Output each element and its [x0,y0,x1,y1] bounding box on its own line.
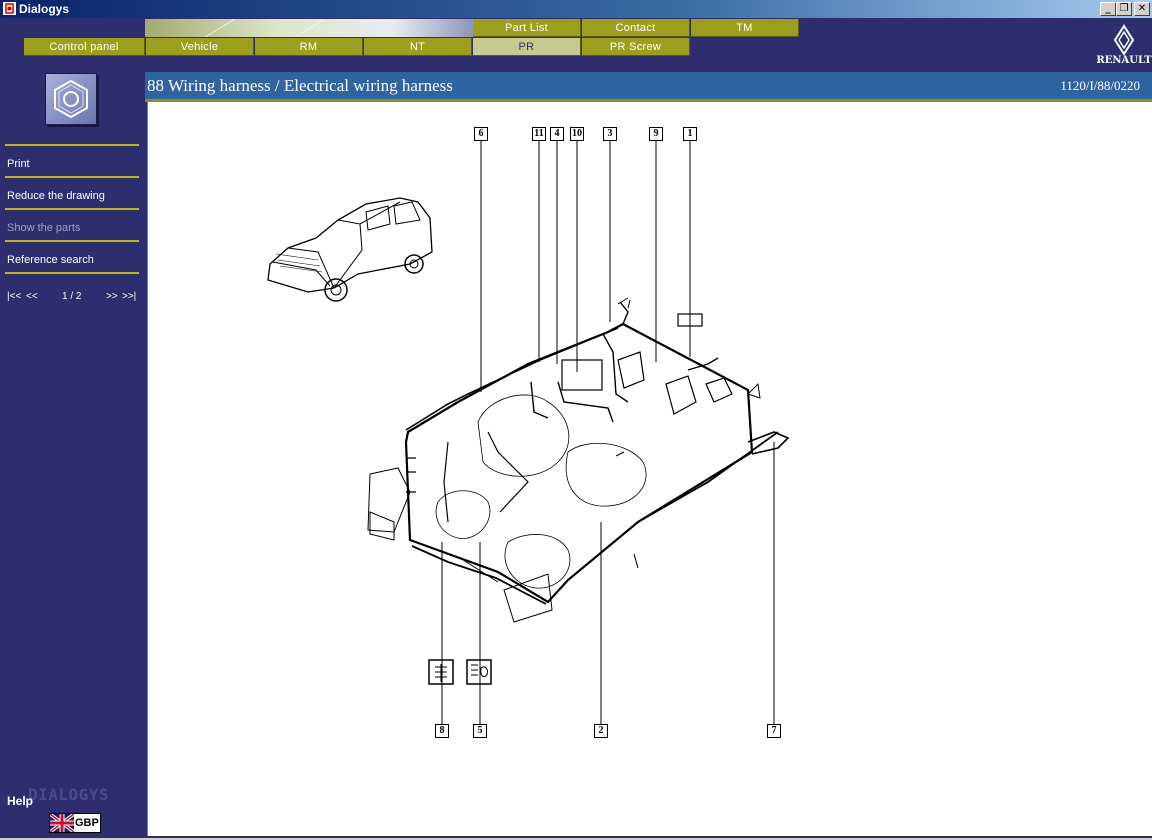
top-navigation: Part List Contact TM Control panel Vehic… [0,18,1152,72]
callout-label[interactable]: 5 [473,724,487,738]
minimize-button[interactable]: _ [1100,2,1116,16]
tab-pr[interactable]: PR [473,38,581,56]
show-parts-link: Show the parts [7,222,81,234]
help-link[interactable]: Help [7,794,34,808]
tab-control-panel[interactable]: Control panel [24,38,145,56]
callout-label[interactable]: 1 [683,127,697,141]
app-icon [3,2,16,15]
next-page-button[interactable]: >> [106,291,118,302]
page-indicator: 1 / 2 [62,291,82,302]
app-area: Part List Contact TM Control panel Vehic… [0,18,1152,840]
currency-selector[interactable]: GBP [49,813,101,833]
callout-label[interactable]: 3 [603,127,617,141]
banner-decoration [204,18,326,38]
callout-label[interactable]: 10 [570,127,584,141]
first-page-button[interactable]: |<< [7,291,22,302]
currency-label: GBP [75,817,99,829]
callout-label[interactable]: 7 [767,724,781,738]
dialogys-watermark: DIALOGYS [28,785,110,804]
reduce-drawing-link[interactable]: Reduce the drawing [7,190,105,202]
tab-pr-screw[interactable]: PR Screw [582,38,690,56]
drawing-reference: 1120/I/88/0220 [1060,78,1140,93]
tab-contact[interactable]: Contact [582,19,690,37]
callout-label[interactable]: 8 [435,724,449,738]
tab-rm[interactable]: RM [255,38,363,56]
callout-label[interactable]: 11 [532,127,546,141]
wiring-harness-drawing [267,140,790,724]
car-illustration [267,197,433,302]
callout-label[interactable]: 2 [594,724,608,738]
divider [5,144,139,146]
callout-label[interactable]: 4 [550,127,564,141]
status-strip [0,838,1152,840]
divider [5,272,139,274]
window-title-bar: Dialogys _ ❐ ✕ [0,0,1152,18]
banner-strip [145,18,475,38]
tab-part-list[interactable]: Part List [473,19,581,37]
sidebar: Print Reduce the drawing Show the parts … [0,72,145,840]
divider [5,208,139,210]
tab-tm[interactable]: TM [691,19,799,37]
renault-logo: RENAULT [1096,24,1152,68]
uk-flag-icon [50,814,74,832]
page-title: 88 Wiring harness / Electrical wiring ha… [147,76,453,95]
content-header: 88 Wiring harness / Electrical wiring ha… [145,72,1152,102]
window-title: Dialogys [19,2,70,16]
prev-page-button[interactable]: << [26,291,38,302]
renault-diamond-icon [1113,24,1135,56]
tab-vehicle[interactable]: Vehicle [146,38,254,56]
divider [5,176,139,178]
callout-label[interactable]: 6 [474,127,488,141]
reference-search-link[interactable]: Reference search [7,254,94,266]
divider [5,240,139,242]
last-page-button[interactable]: >>| [122,291,137,302]
close-button[interactable]: ✕ [1134,2,1150,16]
tab-nt[interactable]: NT [364,38,472,56]
brand-name: RENAULT [1096,55,1152,66]
restore-button[interactable]: ❐ [1116,2,1132,16]
callout-label[interactable]: 9 [649,127,663,141]
print-link[interactable]: Print [7,158,30,170]
wiring-diagram[interactable]: 6 11 4 10 3 9 1 8 5 2 7 [147,102,1152,836]
bolt-icon [45,73,97,125]
